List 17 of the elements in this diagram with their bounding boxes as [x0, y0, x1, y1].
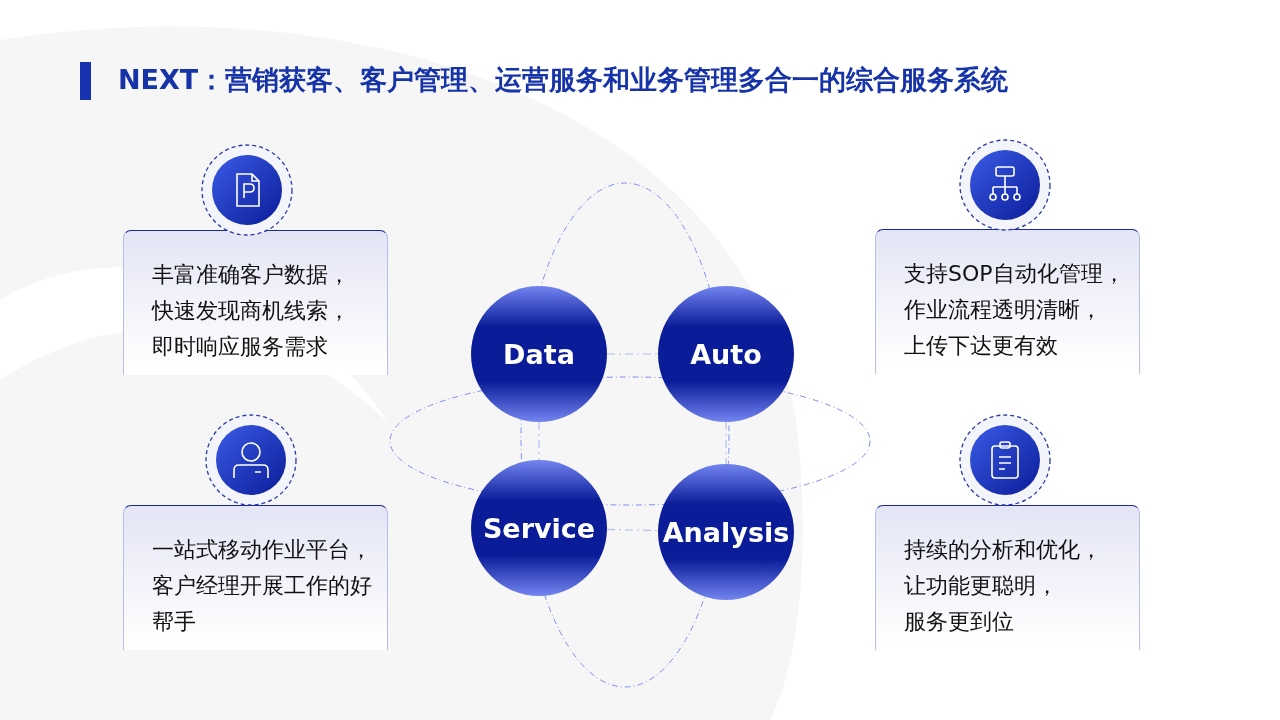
circle-label: Analysis — [662, 516, 790, 548]
circle-label: Auto — [690, 338, 762, 370]
text-card — [123, 230, 388, 375]
dashed-connector — [606, 528, 659, 532]
card-text: 丰富准确客户数据，快速发现商机线索，即时响应服务需求 — [152, 261, 350, 361]
text-card — [123, 505, 388, 650]
text-card — [875, 229, 1140, 374]
circle-label: Data — [503, 338, 575, 370]
dashed-connector — [538, 421, 540, 461]
card-text: 一站式移动作业平台，客户经理开展工作的好帮手 — [152, 536, 373, 636]
circle-label: Service — [482, 512, 596, 544]
card-text: 持续的分析和优化，让功能更聪明，服务更到位 — [904, 536, 1102, 636]
dashed-connector — [725, 421, 727, 465]
text-card — [875, 505, 1140, 650]
dashed-connector — [606, 353, 659, 355]
card-text: 支持SOP自动化管理，作业流程透明清晰，上传下达更有效 — [904, 260, 1125, 360]
title: NEXT：营销获客、客户管理、运营服务和业务管理多合一的综合服务系统 — [118, 63, 1009, 97]
